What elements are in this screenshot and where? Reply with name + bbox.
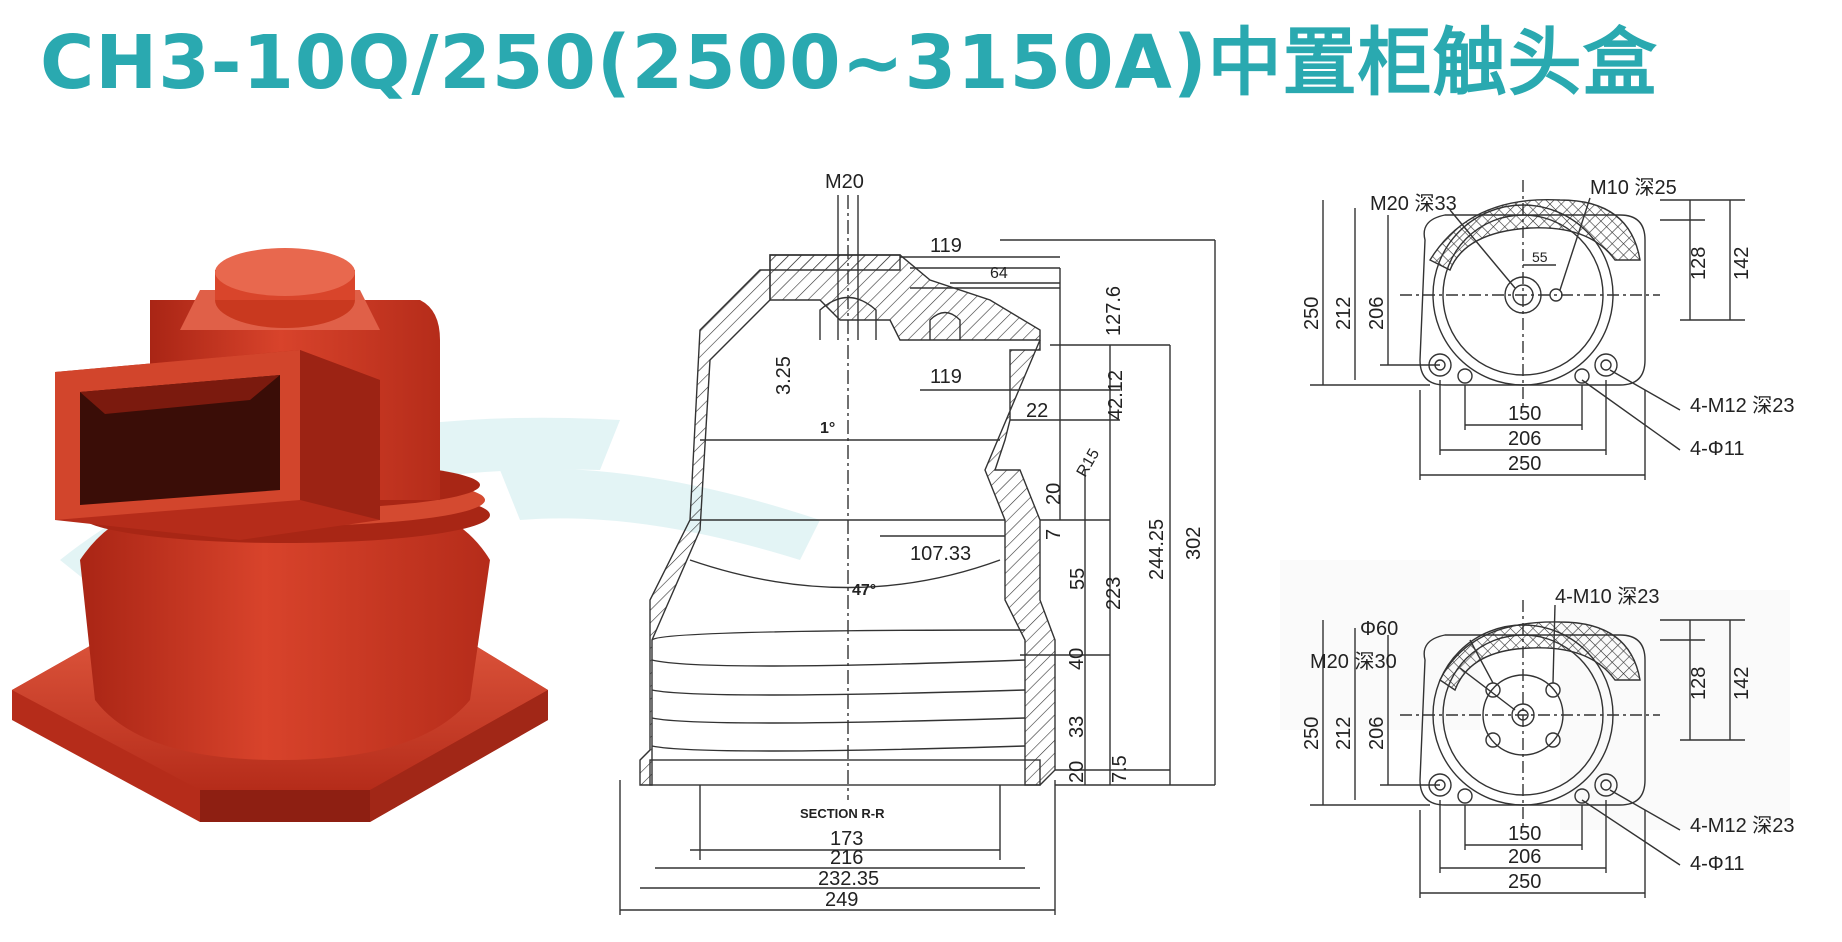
top-142: 142 (1731, 247, 1753, 280)
dim-127-6: 127.6 (1103, 286, 1125, 336)
bottom-250h: 250 (1508, 871, 1541, 893)
angle-1: 1° (820, 420, 835, 437)
bottom-m20: M20 深30 (1310, 650, 1397, 673)
bottom-m12: 4-M12 深23 (1690, 814, 1795, 837)
dim-r15: R15 (1074, 446, 1103, 480)
bottom-m10: 4-M10 深23 (1555, 585, 1660, 608)
dim-thread-top: M20 (825, 171, 864, 193)
bottom-206h: 206 (1508, 846, 1541, 868)
top-150: 150 (1508, 403, 1541, 425)
dim-42-12: 42.12 (1105, 370, 1127, 420)
bottom-250v: 250 (1301, 717, 1323, 750)
bottom-212: 212 (1333, 717, 1355, 750)
dim-223: 223 (1103, 577, 1125, 610)
bottom-phi60: Φ60 (1360, 618, 1398, 640)
dim-173: 173 (830, 828, 863, 850)
section-label: SECTION R-R (800, 806, 885, 821)
bottom-142: 142 (1731, 667, 1753, 700)
top-m20: M20 深33 (1370, 192, 1457, 215)
top-128: 128 (1688, 247, 1710, 280)
dim-249: 249 (825, 889, 858, 911)
watermark (60, 417, 1790, 830)
dim-55: 55 (1067, 568, 1089, 590)
top-212: 212 (1333, 297, 1355, 330)
top-view (1310, 180, 1745, 480)
dim-64: 64 (990, 265, 1008, 282)
dim-244-25: 244.25 (1146, 519, 1168, 580)
bellows (649, 629, 1041, 786)
top-55: 55 (1532, 249, 1548, 265)
dim-216: 216 (830, 847, 863, 869)
product-image (12, 248, 548, 822)
top-250v: 250 (1301, 297, 1323, 330)
dim-107-33: 107.33 (910, 543, 971, 565)
top-206v: 206 (1366, 297, 1388, 330)
bottom-128: 128 (1688, 667, 1710, 700)
dim-33: 33 (1066, 716, 1088, 738)
section-drawing (619, 195, 1216, 915)
dim-20-b: 20 (1066, 761, 1088, 783)
top-250h: 250 (1508, 453, 1541, 475)
top-view-labels: M20 深33 M10 深25 55 128 142 250 212 206 1… (1301, 176, 1795, 475)
dim-7-5: 7.5 (1109, 755, 1131, 783)
bottom-206v: 206 (1366, 717, 1388, 750)
angle-47: 47° (852, 582, 876, 599)
dim-119-top: 119 (930, 235, 962, 257)
top-206h: 206 (1508, 428, 1541, 450)
dim-232-35: 232.35 (818, 868, 879, 890)
bottom-phi11: 4-Φ11 (1690, 853, 1745, 875)
dim-7: 7 (1043, 529, 1065, 540)
top-phi11: 4-Φ11 (1690, 438, 1745, 460)
dim-22: 22 (1026, 400, 1048, 422)
page-title: CH3-10Q/250(2500~3150A)中置柜触头盒 (40, 20, 1658, 106)
top-m10: M10 深25 (1590, 176, 1677, 199)
dim-20-a: 20 (1043, 483, 1065, 505)
dim-119-mid: 119 (930, 366, 962, 388)
dim-40: 40 (1066, 648, 1088, 670)
bottom-150: 150 (1508, 823, 1541, 845)
top-m12: 4-M12 深23 (1690, 394, 1795, 417)
dim-3-25: 3.25 (773, 356, 795, 395)
dim-302: 302 (1183, 527, 1205, 560)
bottom-view (1310, 600, 1745, 898)
bottom-view-labels: 4-M10 深23 Φ60 M20 深30 128 142 250 212 20… (1301, 585, 1795, 893)
